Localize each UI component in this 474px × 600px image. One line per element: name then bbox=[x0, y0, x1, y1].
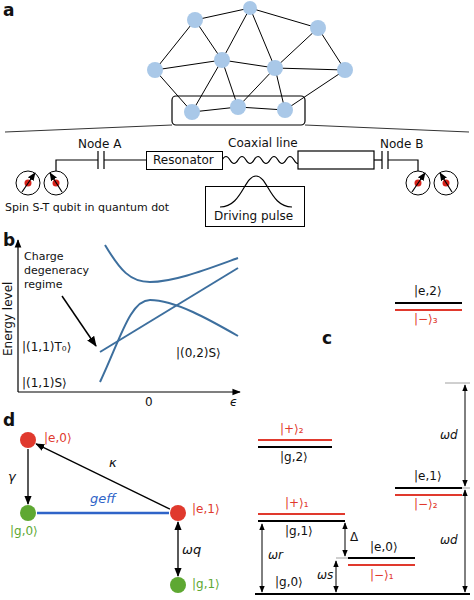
axis-tick: 0 bbox=[145, 395, 153, 410]
edge-label: κ bbox=[109, 455, 117, 470]
state-circle: |g,1⟩ bbox=[170, 577, 186, 593]
level-label: |−⟩₁ bbox=[370, 568, 394, 583]
edge-label: γ bbox=[8, 469, 16, 484]
transition-line bbox=[36, 444, 170, 509]
level-label: |−⟩₃ bbox=[414, 312, 438, 327]
state-circle: |e,1⟩ bbox=[170, 505, 186, 521]
transition-line bbox=[37, 512, 169, 515]
frequency-label: ωd bbox=[440, 428, 458, 443]
network-nodes bbox=[147, 1, 353, 120]
transition-line bbox=[27, 449, 28, 504]
state-label: |(1,1)T₀⟩ bbox=[22, 340, 71, 355]
line-label: Coaxial line bbox=[228, 136, 298, 151]
level-label: |e,2⟩ bbox=[414, 284, 442, 299]
box-label: Resonator bbox=[153, 153, 216, 168]
guide-lines bbox=[336, 383, 470, 558]
panel-letter: d bbox=[3, 410, 15, 430]
state-circle: |e,0⟩ bbox=[20, 432, 36, 448]
level-label: |+⟩₁ bbox=[285, 496, 309, 511]
state-label: |(0,2)S⟩ bbox=[176, 346, 221, 361]
axis-label: Energy level bbox=[1, 282, 16, 356]
state-label: |g,0⟩ bbox=[10, 524, 38, 539]
level-label: |g,1⟩ bbox=[285, 524, 313, 539]
frequency-label: ωd bbox=[440, 533, 458, 548]
energy-axes bbox=[18, 240, 240, 392]
wiring bbox=[56, 151, 418, 171]
panel-letter: a bbox=[3, 0, 14, 20]
level-label: |e,0⟩ bbox=[370, 540, 398, 555]
panel-letter: b bbox=[3, 230, 15, 250]
panel-letter: c bbox=[322, 328, 332, 348]
resonator-box: Resonator bbox=[146, 151, 223, 170]
state-label: |(1,1)S⟩ bbox=[22, 376, 67, 391]
energy-curves bbox=[100, 245, 238, 382]
edge-label: geff bbox=[90, 491, 116, 506]
pulse-box: Driving pulse bbox=[205, 186, 305, 227]
energy-levels bbox=[255, 303, 470, 594]
callout-text: Charge degeneracy regime bbox=[24, 250, 96, 292]
level-label: |−⟩₂ bbox=[414, 497, 438, 512]
zoom-box bbox=[172, 96, 305, 125]
level-label: |g,0⟩ bbox=[275, 575, 303, 590]
state-label: |e,1⟩ bbox=[192, 502, 220, 517]
transition-line bbox=[177, 522, 178, 576]
box-label: Driving pulse bbox=[214, 209, 296, 224]
state-label: |e,0⟩ bbox=[44, 431, 72, 446]
spin-qubits bbox=[16, 171, 458, 195]
edge-label: ωq bbox=[182, 542, 201, 557]
qubit-label: Spin S-T qubit in quantum dot bbox=[5, 201, 169, 215]
state-circle: |g,0⟩ bbox=[20, 505, 36, 521]
level-label: |+⟩₂ bbox=[280, 422, 304, 437]
state-label: |g,1⟩ bbox=[192, 577, 220, 592]
frequency-label: ωs bbox=[317, 568, 333, 583]
detuning-label: Δ bbox=[350, 530, 358, 545]
axis-label: ϵ bbox=[230, 395, 237, 410]
gaussian-pulse bbox=[220, 176, 292, 207]
node-label: Node A bbox=[78, 137, 121, 152]
callout-arrow bbox=[62, 296, 96, 346]
transition-arrows bbox=[262, 385, 465, 592]
node-label: Node B bbox=[380, 137, 423, 152]
level-label: |g,2⟩ bbox=[280, 450, 308, 465]
level-label: |e,1⟩ bbox=[414, 469, 442, 484]
frequency-label: ωr bbox=[268, 548, 283, 563]
